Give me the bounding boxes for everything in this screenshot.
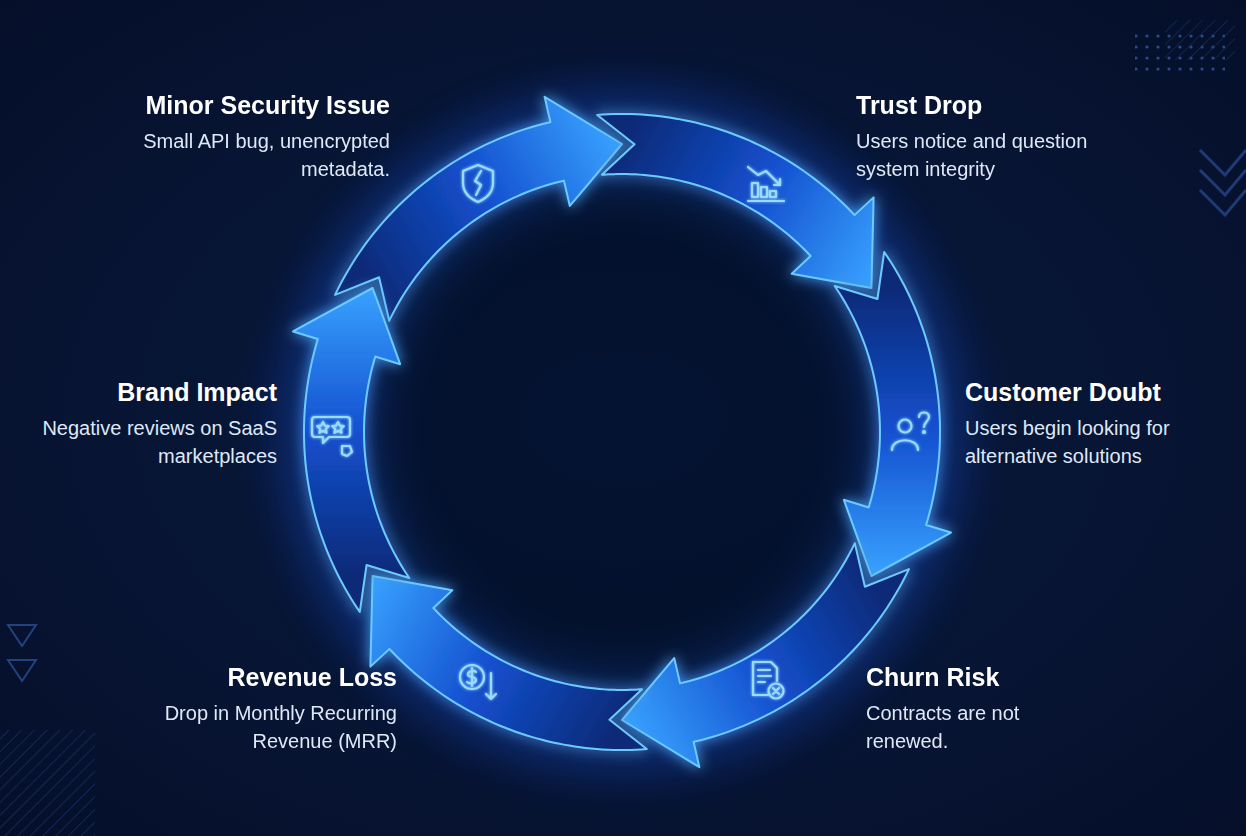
stage-description: Users notice and question system integri…: [856, 128, 1141, 183]
hatch-pattern: [0, 730, 95, 836]
chevron-line: [1200, 190, 1246, 215]
icon-layer: [312, 165, 929, 699]
stage-label: Revenue LossDrop in Monthly Recurring Re…: [110, 662, 397, 755]
stage-heading: Trust Drop: [856, 90, 1141, 120]
stage-heading: Minor Security Issue: [60, 90, 390, 120]
cycle-arrow: [370, 576, 646, 750]
cycle-arrow: [622, 543, 909, 767]
stage-heading: Brand Impact: [40, 377, 277, 407]
stage-description: Contracts are not renewed.: [866, 700, 1056, 755]
stage-heading: Customer Doubt: [965, 377, 1215, 407]
stage-label: Trust DropUsers notice and question syst…: [856, 90, 1141, 183]
stage-description: Negative reviews on SaaS marketplaces: [40, 415, 277, 470]
chevron-line: [1200, 170, 1246, 195]
stage-label: Minor Security IssueSmall API bug, unenc…: [60, 90, 390, 183]
cycle-arrow: [293, 288, 409, 612]
stage-label: Customer DoubtUsers begin looking for al…: [965, 377, 1215, 470]
stage-label: Churn RiskContracts are not renewed.: [866, 662, 1056, 755]
stage-label: Brand ImpactNegative reviews on SaaS mar…: [40, 377, 277, 470]
stage-description: Users begin looking for alternative solu…: [965, 415, 1215, 470]
chevron-lines: [1200, 150, 1246, 215]
cycle-arrow: [597, 114, 873, 288]
stage-description: Small API bug, unencrypted metadata.: [60, 128, 390, 183]
stage-heading: Revenue Loss: [110, 662, 397, 692]
triangle-mark: [8, 660, 36, 681]
cycle-arrow: [835, 252, 951, 576]
triangle-marks: [8, 625, 36, 681]
review-bubble-icon: [312, 417, 352, 456]
hatch-pattern: [1165, 20, 1235, 60]
shield-icon: [463, 165, 493, 202]
chevron-line: [1200, 150, 1246, 175]
document-x-icon: [753, 662, 784, 699]
chart-icon: [748, 167, 784, 201]
dollar-down-icon: [460, 665, 496, 699]
stage-heading: Churn Risk: [866, 662, 1056, 692]
ring-center: [370, 180, 874, 684]
stage-description: Drop in Monthly Recurring Revenue (MRR): [110, 700, 397, 755]
triangle-mark: [8, 625, 36, 646]
person-question-icon: [892, 413, 929, 451]
